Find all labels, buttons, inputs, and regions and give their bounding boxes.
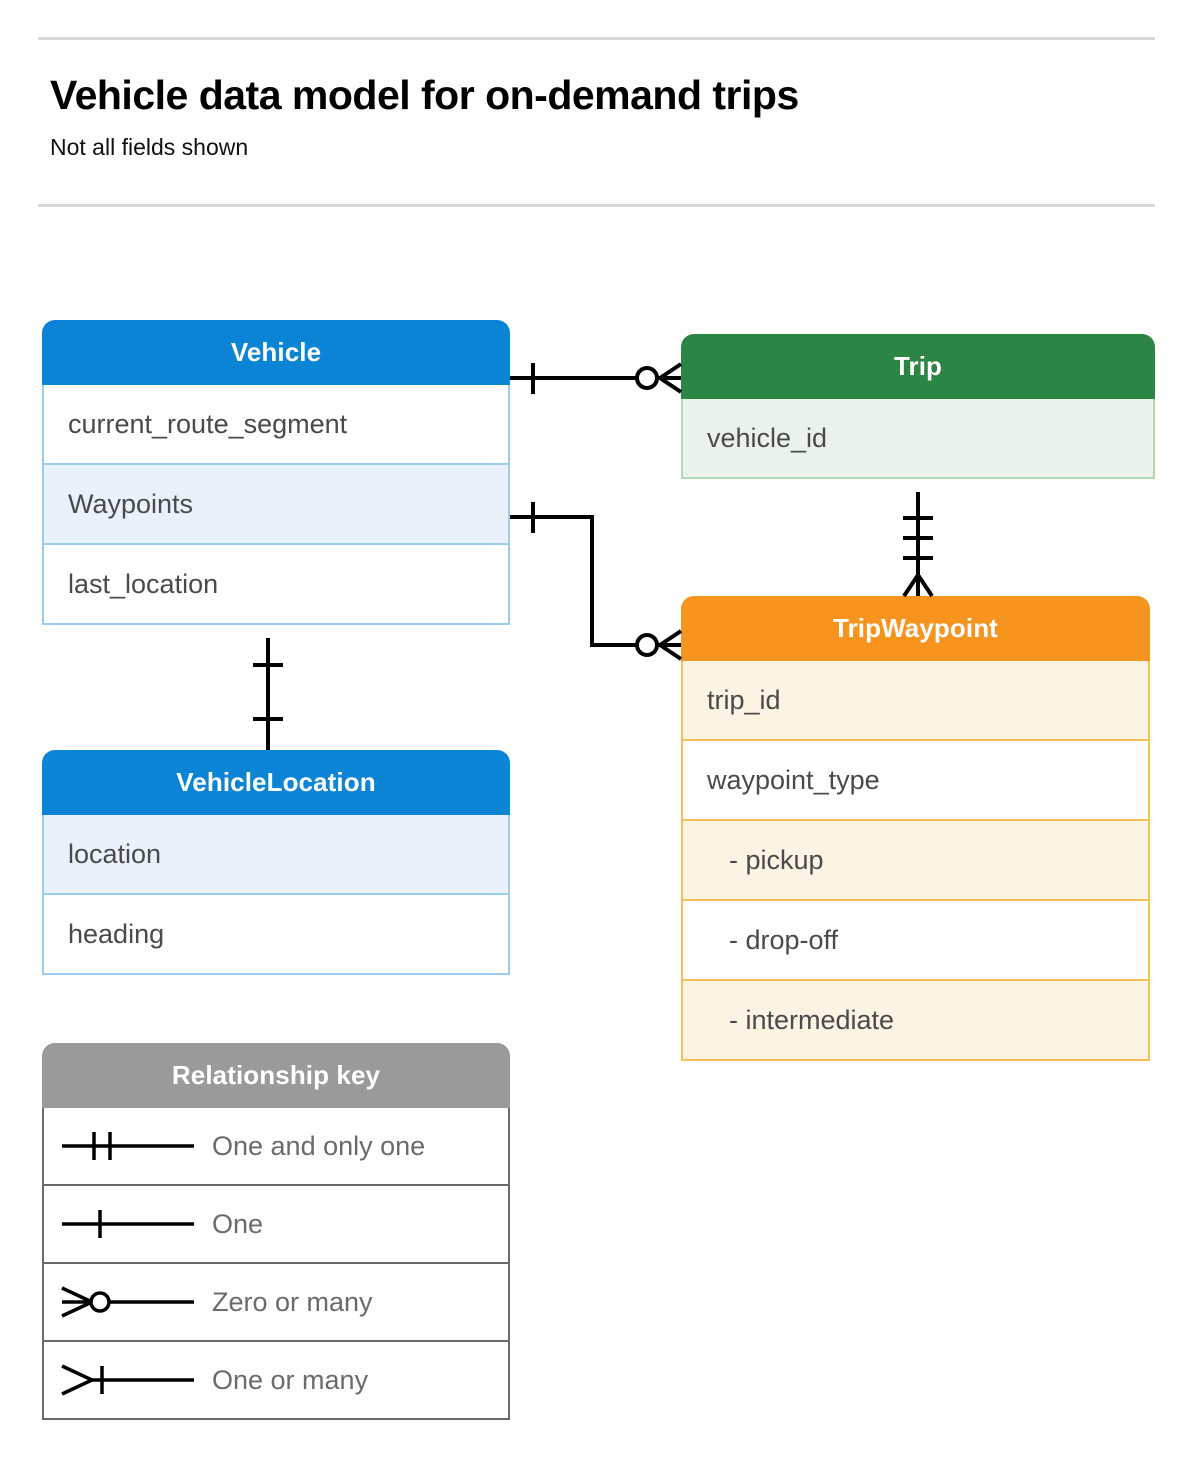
field-last-location[interactable]: last_location xyxy=(42,545,510,625)
connector-waypoints-tripwaypoint xyxy=(510,502,683,661)
field-current-route-segment[interactable]: current_route_segment xyxy=(42,385,510,465)
entity-vehiclelocation-fields: location heading xyxy=(42,815,510,975)
entity-tripwaypoint-fields: trip_id waypoint_type - pickup - drop-of… xyxy=(681,661,1150,1061)
one-or-many-icon xyxy=(44,1360,212,1400)
page-subtitle: Not all fields shown xyxy=(50,134,249,160)
field-waypoint-type-intermediate[interactable]: - intermediate xyxy=(681,981,1150,1061)
header-divider-bottom xyxy=(38,204,1155,207)
entity-trip[interactable]: Trip vehicle_id xyxy=(681,334,1155,479)
legend-label-one-or-many: One or many xyxy=(212,1364,369,1395)
connector-trip-tripwaypoint xyxy=(902,492,934,598)
entity-vehiclelocation[interactable]: VehicleLocation location heading xyxy=(42,750,510,975)
field-location[interactable]: location xyxy=(42,815,510,895)
one-icon xyxy=(44,1204,212,1244)
legend-label-one: One xyxy=(212,1208,264,1239)
one-and-only-one-icon xyxy=(44,1126,212,1166)
entity-trip-fields: vehicle_id xyxy=(681,399,1155,479)
field-waypoint-type[interactable]: waypoint_type xyxy=(681,741,1150,821)
field-waypoint-type-pickup[interactable]: - pickup xyxy=(681,821,1150,901)
legend-row-one-or-many: One or many xyxy=(42,1342,510,1420)
entity-vehiclelocation-title: VehicleLocation xyxy=(42,750,510,815)
zero-or-many-icon xyxy=(44,1282,212,1322)
legend-label-one-and-only-one: One and only one xyxy=(212,1130,426,1161)
entity-tripwaypoint[interactable]: TripWaypoint trip_id waypoint_type - pic… xyxy=(681,596,1150,1061)
header-divider-top xyxy=(38,37,1155,40)
legend-label-zero-or-many: Zero or many xyxy=(212,1286,373,1317)
legend-row-one: One xyxy=(42,1186,510,1264)
legend-row-zero-or-many: Zero or many xyxy=(42,1264,510,1342)
field-vehicle-id[interactable]: vehicle_id xyxy=(681,399,1155,479)
legend-title: Relationship key xyxy=(42,1043,510,1108)
field-waypoint-type-dropoff[interactable]: - drop-off xyxy=(681,901,1150,981)
entity-trip-title: Trip xyxy=(681,334,1155,399)
field-waypoints[interactable]: Waypoints xyxy=(42,465,510,545)
page-title: Vehicle data model for on-demand trips xyxy=(50,72,799,118)
field-heading[interactable]: heading xyxy=(42,895,510,975)
connector-vehicle-vehiclelocation xyxy=(253,638,283,750)
relationship-key-legend: Relationship key One and only one xyxy=(42,1043,510,1420)
entity-vehicle-title: Vehicle xyxy=(42,320,510,385)
entity-vehicle-fields: current_route_segment Waypoints last_loc… xyxy=(42,385,510,625)
connector-vehicle-trip xyxy=(510,362,683,394)
legend-rows: One and only one One xyxy=(42,1108,510,1420)
entity-vehicle[interactable]: Vehicle current_route_segment Waypoints … xyxy=(42,320,510,625)
field-trip-id[interactable]: trip_id xyxy=(681,661,1150,741)
entity-tripwaypoint-title: TripWaypoint xyxy=(681,596,1150,661)
legend-row-one-and-only-one: One and only one xyxy=(42,1108,510,1186)
